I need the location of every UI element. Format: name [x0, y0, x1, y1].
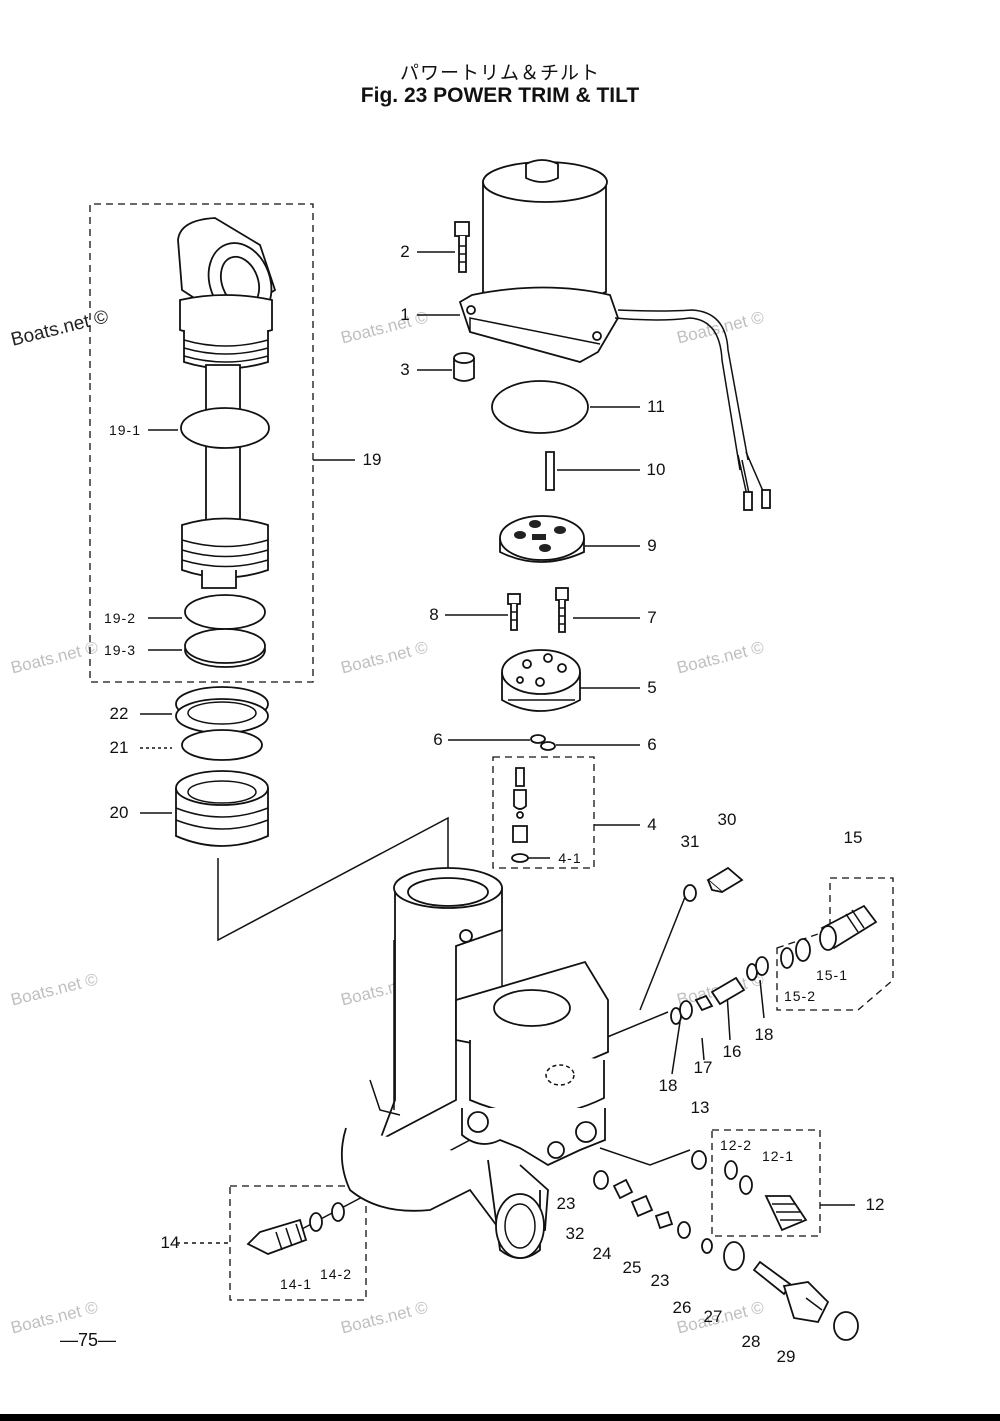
callout-24: 24: [592, 1244, 612, 1263]
callout-4: 4: [647, 815, 657, 834]
callout-27: 27: [703, 1307, 723, 1326]
figure-title: Fig. 23 POWER TRIM & TILT: [360, 84, 640, 107]
small-parts-23-27: [593, 1170, 745, 1271]
trim-tilt-motor: [458, 159, 771, 511]
group-box-19: [89, 203, 314, 683]
valve-parts-16-18: [670, 956, 769, 1025]
callout-11: 11: [647, 397, 665, 416]
bolt-part-2: [454, 221, 470, 273]
cylinder-seal-rings: [175, 686, 269, 847]
callout-30: 30: [717, 810, 737, 829]
pump-part-9: [499, 515, 585, 563]
callout-6: 6: [647, 735, 657, 754]
tilt-cylinder-assembly: [177, 217, 277, 668]
callout-7: 7: [647, 608, 657, 627]
group-box-4: [492, 756, 595, 869]
page-number: —75—: [60, 1330, 117, 1350]
group-box-12: [711, 1129, 821, 1237]
callout-20: 20: [109, 803, 129, 822]
callout-12-2: 12-2: [719, 1137, 753, 1153]
callout-29: 29: [776, 1347, 796, 1366]
callout-31: 31: [680, 832, 700, 851]
callout-15: 15: [843, 828, 863, 847]
valve-part-15: [780, 904, 878, 969]
callout-5: 5: [647, 678, 657, 697]
valve-part-14: [246, 1202, 345, 1255]
leader-lines: [140, 251, 855, 1244]
callout-13: 13: [690, 1098, 710, 1117]
callout-18: 18: [754, 1025, 774, 1044]
callout-3: 3: [400, 360, 410, 379]
o-ring-part-11: [491, 380, 589, 434]
manual-release-valve-part-28: [752, 1260, 830, 1323]
plug-part-30-31: [683, 866, 744, 902]
callout-2: 2: [400, 242, 410, 261]
callout-9: 9: [647, 536, 657, 555]
retaining-ring-part-29: [833, 1311, 859, 1341]
main-cylinder-body: [340, 867, 609, 1259]
callout-19-3: 19-3: [103, 642, 137, 658]
collar-part-3: [453, 352, 475, 382]
callout-4-1: 4-1: [558, 850, 582, 866]
o-ring-part-13: [691, 1150, 707, 1170]
valve-part-12: [724, 1160, 808, 1232]
callout-18: 18: [658, 1076, 678, 1095]
callout-26: 26: [672, 1298, 692, 1317]
callout-8: 8: [429, 605, 439, 624]
group-box-15: [776, 877, 894, 1011]
valve-block-part-5: [501, 649, 581, 712]
callout-21: 21: [109, 738, 129, 757]
callout-19-2: 19-2: [103, 610, 137, 626]
o-ring-part-6: [530, 734, 546, 744]
callout-14-1: 14-1: [279, 1276, 313, 1292]
callout-15-2: 15-2: [783, 988, 817, 1004]
o-ring-part-6: [540, 741, 556, 751]
group-box-14: [229, 1185, 367, 1301]
callout-23: 23: [650, 1271, 670, 1290]
callout-15-1: 15-1: [815, 967, 849, 983]
callout-6: 6: [433, 730, 443, 749]
callout-19-1: 19-1: [108, 422, 142, 438]
valve-assembly-part-4: [511, 767, 529, 863]
figure-title-japanese: パワートリム＆チルト: [399, 62, 600, 84]
callout-16: 16: [722, 1042, 742, 1061]
callout-10: 10: [646, 460, 666, 479]
callout-1: 1: [400, 305, 410, 324]
callout-32: 32: [565, 1224, 585, 1243]
callout-14: 14: [160, 1233, 180, 1252]
callout-14-2: 14-2: [319, 1266, 353, 1282]
bottom-border: [0, 1414, 1000, 1421]
callout-23: 23: [556, 1194, 576, 1213]
callout-12: 12: [865, 1195, 885, 1214]
callout-12-1: 12-1: [761, 1148, 795, 1164]
callout-17: 17: [693, 1058, 713, 1077]
callout-19: 19: [362, 450, 382, 469]
pin-part-10: [545, 451, 555, 491]
screws-part-7-8: [507, 587, 569, 633]
callout-25: 25: [622, 1258, 642, 1277]
callout-28: 28: [741, 1332, 761, 1351]
callout-22: 22: [109, 704, 129, 723]
